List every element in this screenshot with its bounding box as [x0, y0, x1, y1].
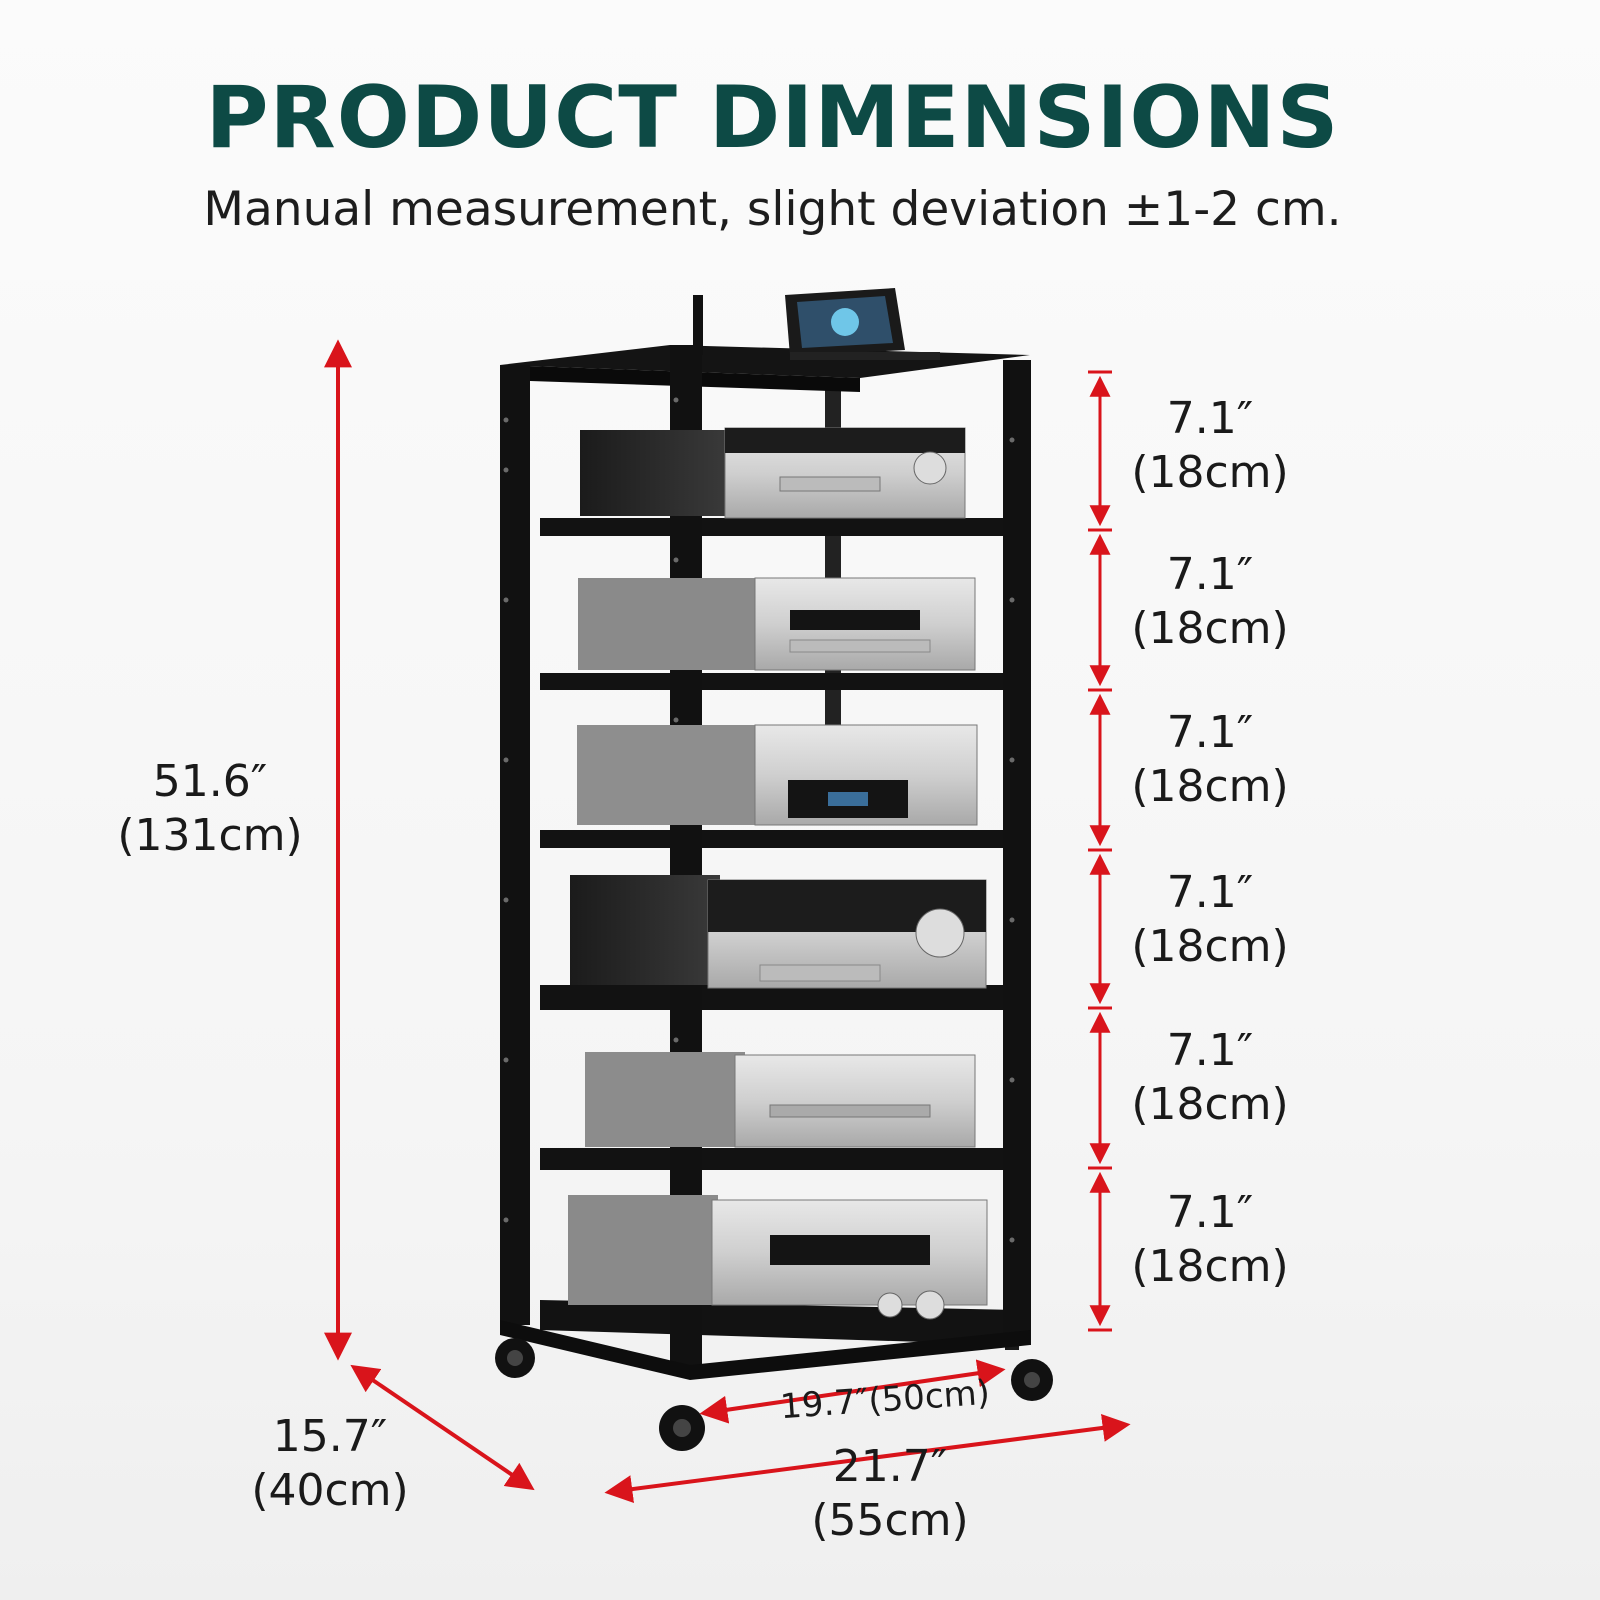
shelf-3-cm: (18cm) [1131, 761, 1289, 812]
av-devices [568, 427, 988, 1320]
width-inch: 21.7″ [832, 1441, 948, 1492]
shelf-spacing-arrows [1088, 370, 1112, 1332]
shelf-4-inch: 7.1″ [1166, 867, 1254, 918]
page-title: PRODUCT DIMENSIONS [205, 68, 1340, 168]
shelf-1-cm: (18cm) [1131, 447, 1289, 498]
shelf-spacing-label-5: 7.1″ (18cm) [1100, 1024, 1320, 1132]
shelf-2-inch: 7.1″ [1166, 549, 1254, 600]
page-subtitle: Manual measurement, slight deviation ±1-… [203, 182, 1342, 237]
height-inch: 51.6″ [152, 756, 268, 807]
width-cm: (55cm) [811, 1495, 969, 1546]
shelf-6-inch: 7.1″ [1166, 1187, 1254, 1238]
shelf-spacing-label-6: 7.1″ (18cm) [1100, 1186, 1320, 1294]
depth-cm: (40cm) [251, 1465, 409, 1516]
shelf-3-inch: 7.1″ [1166, 707, 1254, 758]
inner-width-arrow [699, 1359, 1006, 1424]
width-label: 21.7″ (55cm) [790, 1440, 990, 1548]
shelf-spacing-label-4: 7.1″ (18cm) [1100, 866, 1320, 974]
shelf-spacing-label-2: 7.1″ (18cm) [1100, 548, 1320, 656]
depth-arrow [350, 1364, 535, 1491]
depth-inch: 15.7″ [272, 1411, 388, 1462]
shelf-5-cm: (18cm) [1131, 1079, 1289, 1130]
shelf-5-inch: 7.1″ [1166, 1025, 1254, 1076]
height-label: 51.6″ (131cm) [95, 755, 325, 863]
shelf-1-inch: 7.1″ [1166, 393, 1254, 444]
shelf-2-cm: (18cm) [1131, 603, 1289, 654]
shelf-6-cm: (18cm) [1131, 1241, 1289, 1292]
shelf-4-cm: (18cm) [1131, 921, 1289, 972]
shelf-spacing-label-1: 7.1″ (18cm) [1100, 392, 1320, 500]
width-arrow [604, 1414, 1131, 1503]
dimension-arrows [324, 339, 1131, 1503]
shelf-spacing-label-3: 7.1″ (18cm) [1100, 706, 1320, 814]
height-cm: (131cm) [117, 810, 303, 861]
top-device [693, 288, 940, 360]
depth-label: 15.7″ (40cm) [235, 1410, 425, 1518]
